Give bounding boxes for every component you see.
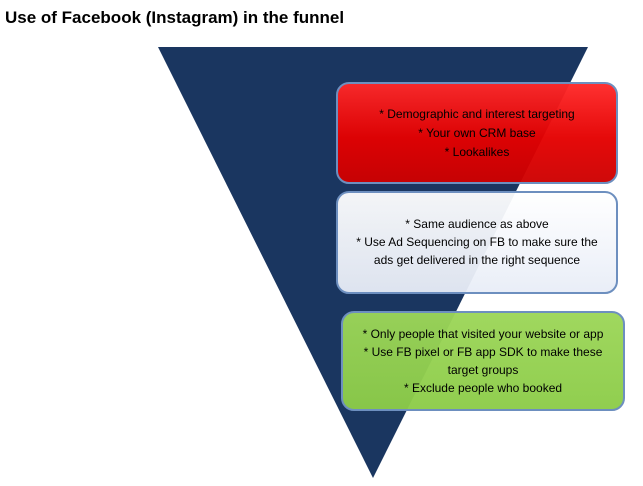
stage-2-line-1: * Same audience as above (405, 217, 549, 231)
stage-3-line-4: * Exclude people who booked (403, 380, 563, 395)
stage-1-line-1: * Demographic and interest targeting (379, 106, 575, 121)
stage-2-line-3: ads get delivered in the right sequence (373, 253, 581, 267)
funnel-stage-targeting-box: * Demographic and interest targeting * Y… (336, 82, 618, 184)
stage-1-line-2: * Your own CRM base (418, 125, 536, 140)
stage-2-line-2: * Use Ad Sequencing on FB to make sure t… (356, 235, 598, 249)
stage-3-line-3: target groups (447, 362, 519, 377)
stage-3-line-2: * Use FB pixel or FB app SDK to make the… (363, 344, 603, 359)
funnel-stage-sequencing-box: * Same audience as above * Use Ad Sequen… (336, 191, 618, 294)
page-title: Use of Facebook (Instagram) in the funne… (5, 8, 345, 27)
stage-3-line-1: * Only people that visited your website … (362, 326, 604, 341)
stage-1-line-3: * Lookalikes (444, 144, 510, 159)
funnel-stage-retargeting-box: * Only people that visited your website … (341, 311, 625, 411)
